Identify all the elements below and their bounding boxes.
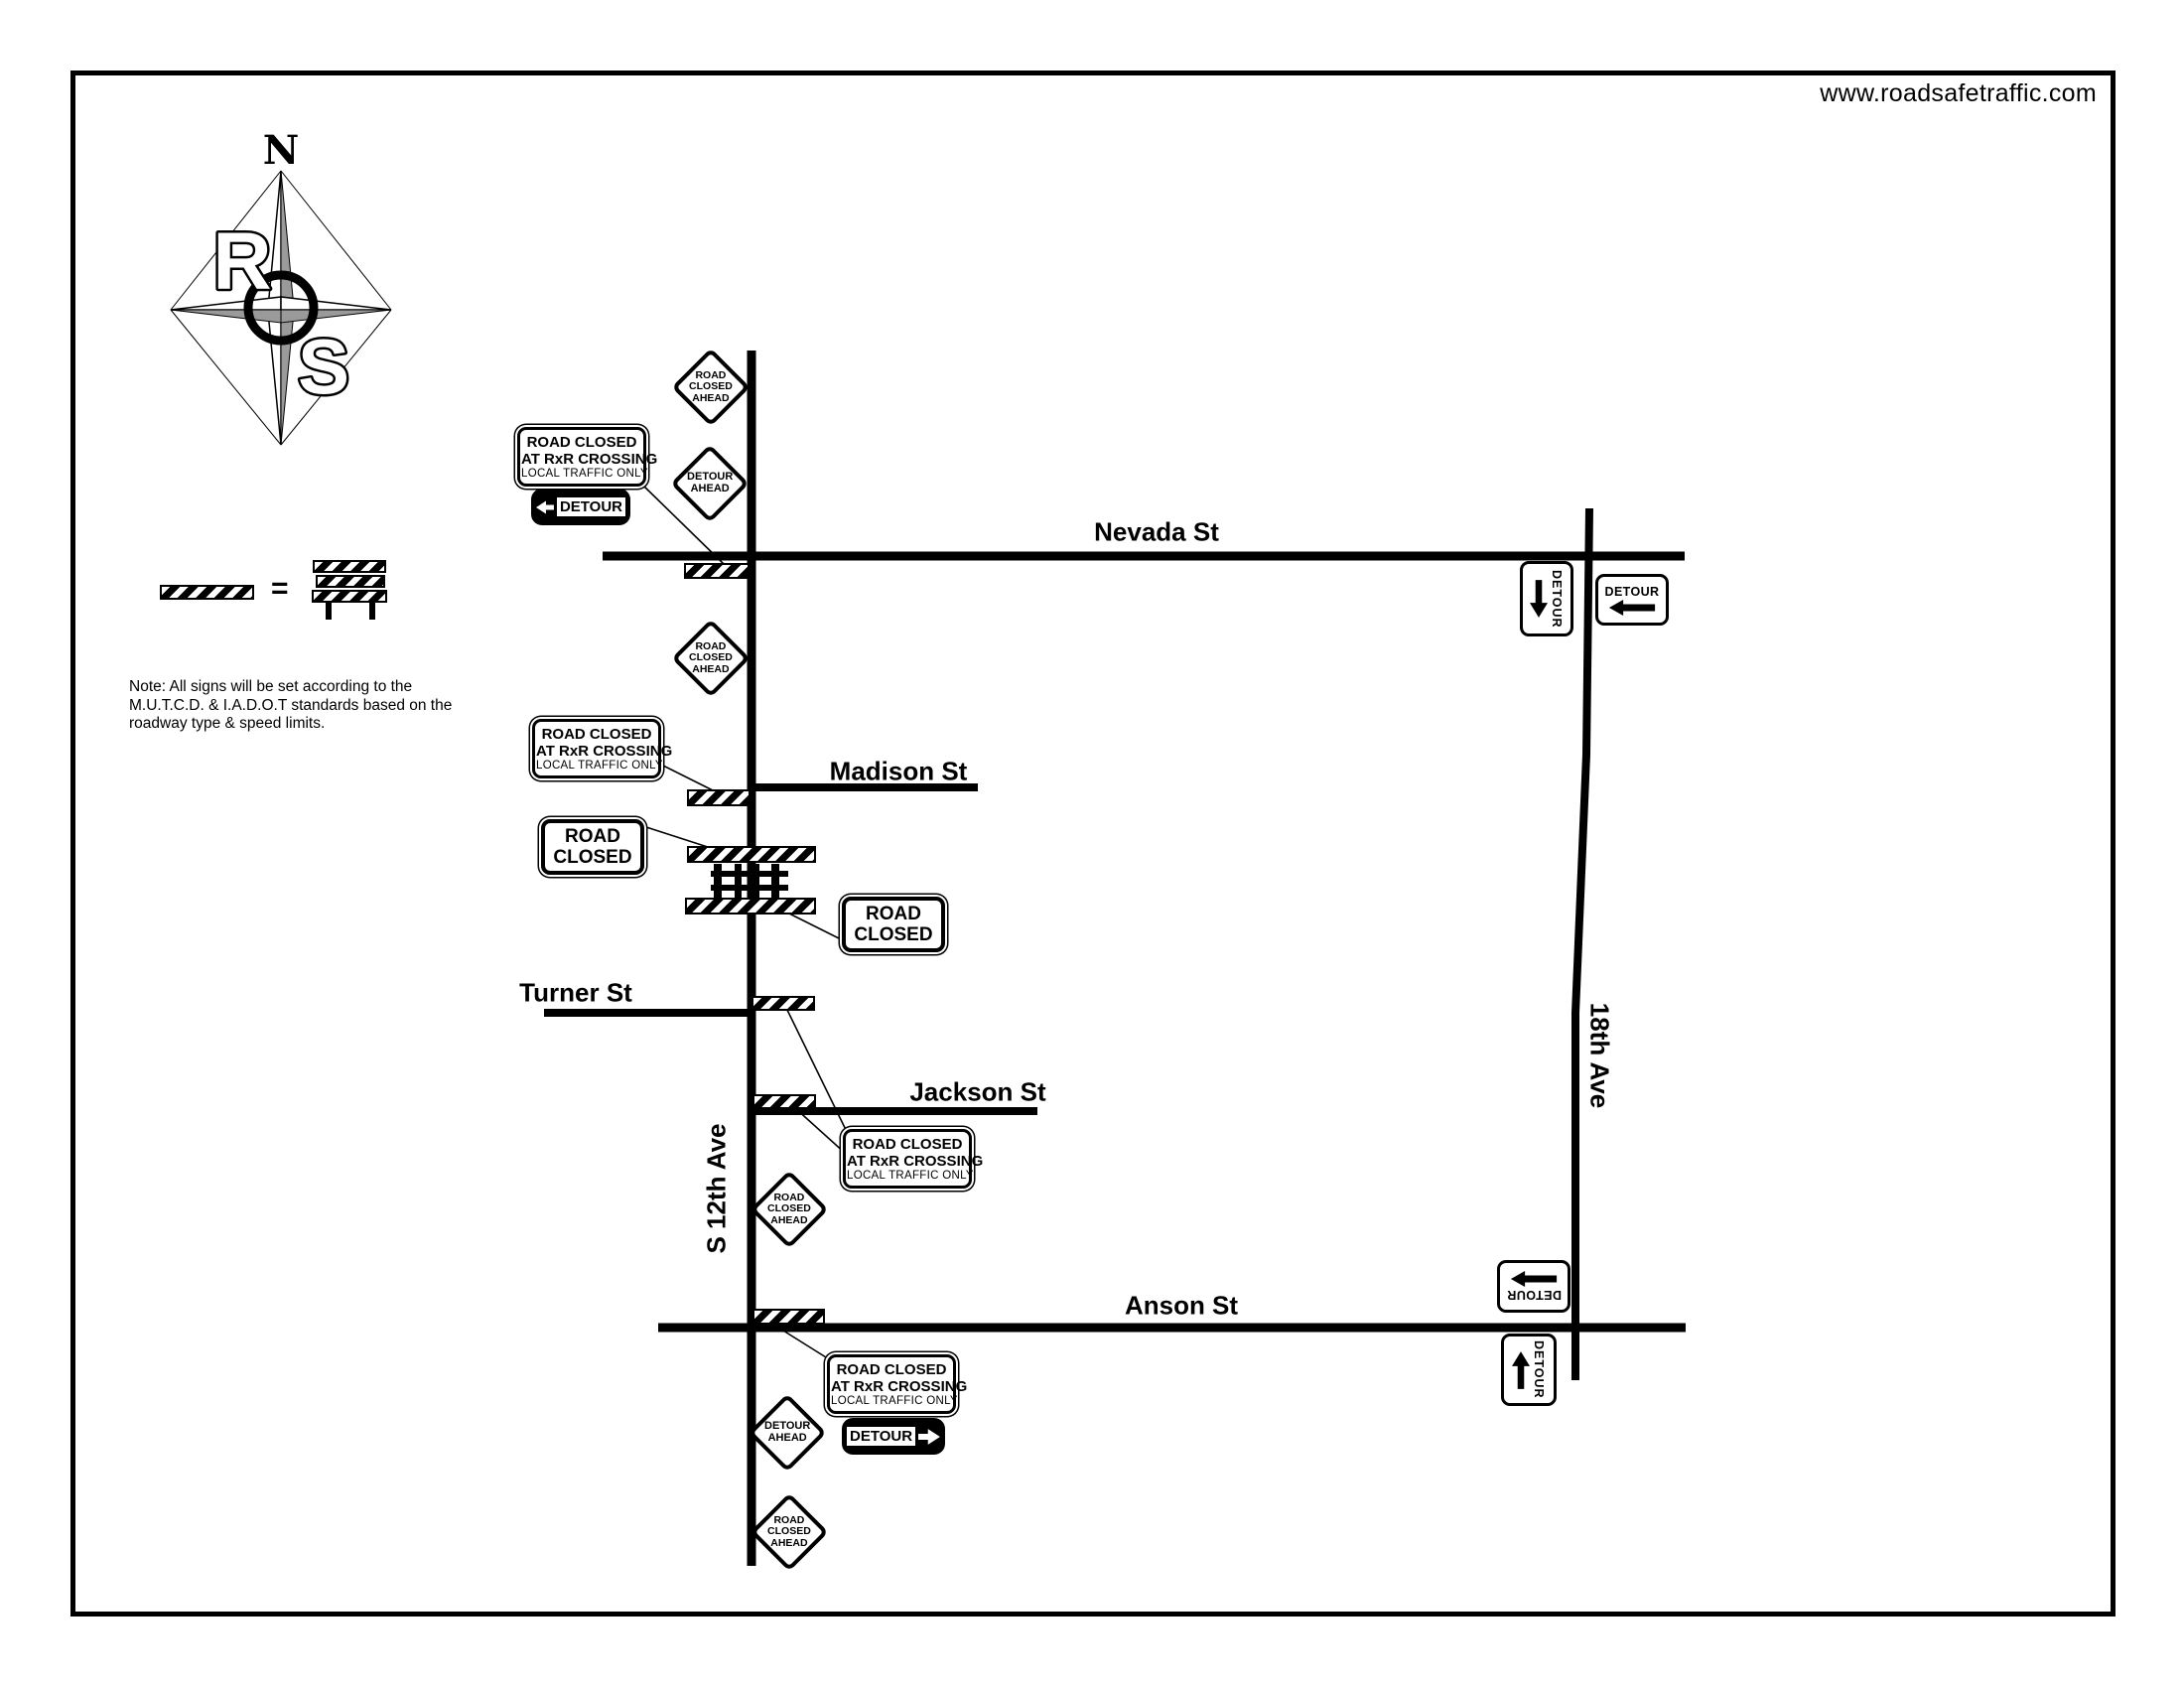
- rxr-line1: ROAD CLOSED: [541, 726, 652, 743]
- leader-line-jackson: [794, 1107, 847, 1155]
- label-nevada-st: Nevada St: [1094, 516, 1219, 547]
- note-line-1: Note: All signs will be set according to…: [129, 678, 413, 695]
- sign-line: AHEAD: [690, 483, 730, 494]
- sign-line: AHEAD: [770, 1213, 808, 1226]
- up-arrow-icon: [1512, 1350, 1530, 1389]
- legend-equals: =: [271, 572, 289, 605]
- detour-label: DETOUR: [1506, 1288, 1562, 1302]
- barricade-leg: [326, 601, 332, 620]
- sign-detour-arrow-right: DETOUR: [842, 1418, 945, 1455]
- detour-label: DETOUR: [1604, 584, 1660, 599]
- sign-line: CLOSED: [767, 1525, 811, 1538]
- road-18th-ave: [1571, 507, 1593, 1380]
- leader-line-madison: [658, 763, 716, 792]
- rxr-line3: LOCAL TRAFFIC ONLY: [831, 1395, 958, 1407]
- railroad-crossing-icon: [711, 864, 788, 898]
- compass-north-label: N: [263, 127, 300, 174]
- sign-detour-left-nevada-18th: DETOUR: [1595, 574, 1669, 626]
- rxr-line1: ROAD CLOSED: [852, 1136, 963, 1153]
- left-arrow-icon: [1608, 599, 1656, 616]
- website-url: www.roadsafetraffic.com: [1820, 79, 2097, 107]
- detour-label: DETOUR: [556, 497, 625, 516]
- rxr-line1: ROAD CLOSED: [836, 1361, 947, 1378]
- sign-detour-down-nevada-18th: DETOUR: [1520, 561, 1573, 636]
- left-arrow-icon: [1510, 1271, 1558, 1287]
- note-line-3: roadway type & speed limits.: [129, 715, 326, 732]
- sign-line: ROAD: [565, 826, 620, 847]
- barricade-anson: [752, 1309, 825, 1325]
- sign-line: ROAD: [773, 1513, 805, 1526]
- sign-road-closed-rxr-anson: ROAD CLOSED AT RxR CROSSING LOCAL TRAFFI…: [827, 1354, 968, 1414]
- right-arrow-icon: [918, 1428, 940, 1445]
- detour-label: DETOUR: [1532, 1340, 1546, 1399]
- barricade-rr-south: [685, 898, 816, 914]
- sign-road-closed-rxr-jackson: ROAD CLOSED AT RxR CROSSING LOCAL TRAFFI…: [843, 1129, 984, 1189]
- label-18th-ave: 18th Ave: [1584, 1002, 1615, 1109]
- sign-line: CLOSED: [689, 380, 733, 393]
- legend-barricade-icon: [311, 559, 390, 621]
- sign-line: AHEAD: [767, 1432, 807, 1444]
- page-frame: [70, 70, 2116, 1617]
- sign-detour-arrow-left: DETOUR: [531, 489, 630, 525]
- rxr-line3: LOCAL TRAFFIC ONLY: [521, 468, 648, 480]
- sign-line: DETOUR: [763, 1420, 811, 1433]
- sign-line: DETOUR: [686, 471, 734, 484]
- rxr-line1: ROAD CLOSED: [526, 434, 637, 451]
- label-s-12th-ave: S 12th Ave: [701, 1123, 732, 1254]
- barricade-leg: [369, 601, 375, 620]
- rxr-line2: AT RxR CROSSING: [521, 451, 658, 468]
- barricade-turner: [751, 996, 815, 1011]
- barricade-rail: [313, 560, 386, 573]
- compass-rose: N R S: [170, 127, 392, 446]
- label-anson-st: Anson St: [1124, 1290, 1239, 1321]
- sign-line: CLOSED: [689, 651, 733, 664]
- barricade-madison: [687, 789, 751, 806]
- barricade-rr-north: [687, 846, 816, 863]
- sign-line: AHEAD: [692, 662, 730, 675]
- leader-line-nevada: [642, 485, 726, 566]
- sign-road-closed-rxr-madison: ROAD CLOSED AT RxR CROSSING LOCAL TRAFFI…: [532, 719, 673, 778]
- sign-line: ROAD: [773, 1191, 805, 1203]
- rxr-line2: AT RxR CROSSING: [847, 1153, 984, 1170]
- rxr-line2: AT RxR CROSSING: [831, 1378, 968, 1395]
- logo-letter-s: S: [298, 323, 349, 410]
- label-madison-st: Madison St: [829, 756, 968, 786]
- sign-line: CLOSED: [553, 847, 632, 868]
- leader-line-rr-north: [645, 826, 715, 850]
- sign-line: AHEAD: [770, 1536, 808, 1549]
- leader-line-rr-south: [782, 910, 844, 941]
- leader-line-anson: [774, 1325, 835, 1363]
- sign-road-closed-east: ROAD CLOSED: [842, 897, 945, 952]
- label-turner-st: Turner St: [519, 977, 632, 1008]
- sign-road-closed-rxr-nevada: ROAD CLOSED AT RxR CROSSING LOCAL TRAFFI…: [517, 427, 658, 487]
- legend-barricade-symbol: [160, 585, 254, 600]
- rxr-line2: AT RxR CROSSING: [536, 743, 673, 760]
- label-jackson-st: Jackson St: [909, 1076, 1046, 1107]
- detour-label: DETOUR: [847, 1427, 916, 1446]
- sign-line: ROAD: [866, 904, 921, 924]
- sign-line: AHEAD: [692, 391, 730, 404]
- logo-letter-r: R: [212, 216, 271, 307]
- note-line-2: M.U.T.C.D. & I.A.D.O.T standards based o…: [129, 696, 453, 714]
- compass-ring: [243, 270, 319, 346]
- sign-detour-left-anson-18th: DETOUR: [1497, 1260, 1570, 1313]
- barricade-rail: [316, 575, 385, 588]
- leader-line-turner: [784, 1005, 851, 1139]
- barricade-jackson: [752, 1094, 816, 1109]
- sign-line: ROAD: [695, 639, 727, 652]
- barricade-nevada: [684, 563, 750, 579]
- down-arrow-icon: [1530, 580, 1548, 618]
- rxr-line3: LOCAL TRAFFIC ONLY: [847, 1170, 974, 1182]
- left-arrow-icon: [536, 500, 554, 513]
- sign-road-closed-west: ROAD CLOSED: [541, 819, 644, 875]
- sign-line: CLOSED: [767, 1202, 811, 1215]
- sign-line: CLOSED: [854, 924, 933, 945]
- sign-detour-up-anson-18th: DETOUR: [1501, 1334, 1557, 1406]
- rxr-line3: LOCAL TRAFFIC ONLY: [536, 760, 663, 772]
- sign-line: ROAD: [695, 368, 727, 381]
- note-text: Note: All signs will be set according to…: [129, 678, 452, 734]
- barricade-rail: [312, 590, 387, 603]
- detour-label: DETOUR: [1550, 569, 1564, 629]
